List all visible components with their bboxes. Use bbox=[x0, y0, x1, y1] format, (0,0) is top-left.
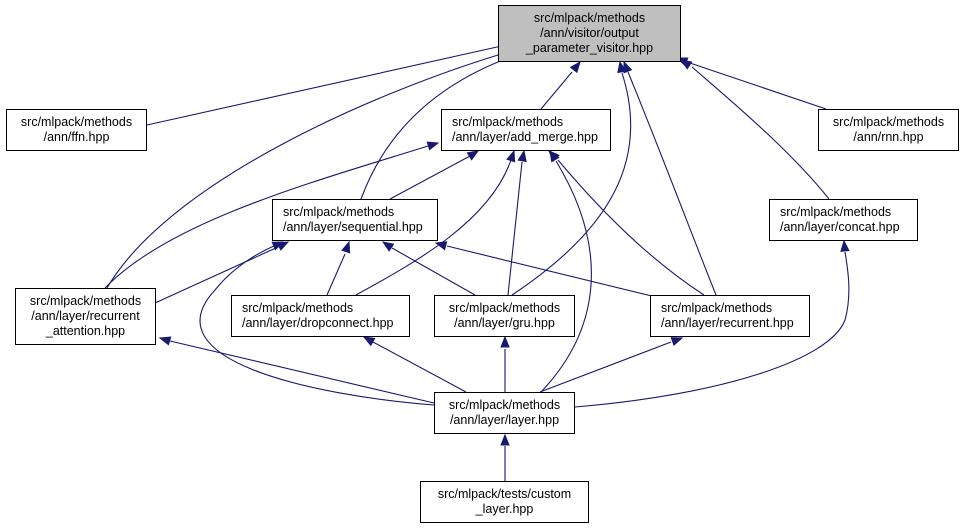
edge-line bbox=[557, 159, 705, 296]
node-concat[interactable]: src/mlpack/methods /ann/layer/concat.hpp bbox=[769, 199, 918, 241]
edge-layer-to-sequential bbox=[199, 241, 435, 406]
edge-line bbox=[169, 340, 435, 404]
node-layer[interactable]: src/mlpack/methods /ann/layer/layer.hpp bbox=[434, 392, 575, 434]
arrowhead-icon bbox=[500, 335, 510, 348]
edges-group bbox=[104, 40, 850, 481]
node-label: src/mlpack/methods /ann/rnn.hpp bbox=[832, 115, 945, 144]
edge-line bbox=[686, 61, 827, 110]
arrowhead-icon bbox=[500, 433, 510, 446]
edge-line bbox=[199, 244, 435, 406]
edge-dropconnect-to-sequential bbox=[326, 240, 351, 296]
node-ffn[interactable]: src/mlpack/methods /ann/ffn.hpp bbox=[6, 109, 147, 151]
edge-rnn-to-root bbox=[675, 57, 827, 110]
edge-recurrent-to-root bbox=[623, 60, 717, 296]
edge-layer-to-concat bbox=[574, 239, 850, 408]
arrowhead-icon bbox=[679, 59, 693, 70]
node-dropconnect[interactable]: src/mlpack/methods /ann/layer/dropconnec… bbox=[231, 295, 410, 337]
edge-line bbox=[154, 246, 279, 304]
arrowhead-icon bbox=[670, 337, 684, 347]
edge-line bbox=[540, 160, 592, 393]
arrowhead-icon bbox=[341, 240, 351, 254]
edge-line bbox=[446, 245, 661, 299]
node-root[interactable]: src/mlpack/methods /ann/visitor/output _… bbox=[498, 5, 681, 62]
node-label: src/mlpack/methods /ann/layer/add_merge.… bbox=[452, 115, 598, 144]
arrowhead-icon bbox=[517, 149, 527, 163]
arrowhead-icon bbox=[623, 60, 633, 74]
edge-line bbox=[507, 161, 523, 296]
arrowhead-icon bbox=[271, 241, 285, 251]
arrowhead-icon bbox=[569, 60, 581, 74]
edge-line bbox=[106, 51, 509, 289]
edge-dropconnect-to-add-merge bbox=[355, 149, 516, 296]
edge-line bbox=[627, 71, 717, 296]
node-add-merge[interactable]: src/mlpack/methods /ann/layer/add_merge.… bbox=[441, 109, 611, 151]
edge-recurrent-attention-to-root bbox=[106, 47, 521, 289]
arrowhead-icon bbox=[381, 241, 395, 252]
edge-line bbox=[691, 66, 830, 200]
edge-line bbox=[355, 159, 512, 296]
node-label: src/mlpack/methods /ann/layer/layer.hpp bbox=[448, 398, 561, 427]
node-rnn[interactable]: src/mlpack/methods /ann/rnn.hpp bbox=[818, 109, 959, 151]
edge-recurrent-to-sequential bbox=[434, 241, 661, 299]
arrowhead-icon bbox=[466, 150, 480, 161]
node-label: src/mlpack/methods /ann/visitor/output _… bbox=[525, 11, 654, 55]
node-label: src/mlpack/methods /ann/layer/gru.hpp bbox=[448, 301, 561, 330]
edge-recurrent-attention-to-sequential bbox=[154, 241, 290, 304]
arrowhead-icon bbox=[362, 336, 376, 347]
edge-gru-to-root bbox=[511, 60, 632, 296]
edge-recurrent-attention-to-add-merge bbox=[104, 141, 440, 289]
edge-line bbox=[540, 71, 573, 110]
edge-line bbox=[391, 247, 476, 296]
edge-layer-to-recurrent bbox=[539, 337, 684, 393]
edge-concat-to-root bbox=[679, 59, 830, 200]
edge-layer-to-dropconnect bbox=[362, 336, 467, 393]
edge-layer-to-recurrent-attention bbox=[158, 336, 435, 404]
edge-line bbox=[326, 253, 346, 296]
node-custom-layer[interactable]: src/mlpack/tests/custom _layer.hpp bbox=[420, 481, 589, 523]
node-label: src/mlpack/methods /ann/layer/concat.hpp bbox=[780, 205, 900, 234]
node-recurrent-attention[interactable]: src/mlpack/methods /ann/layer/recurrent … bbox=[15, 288, 156, 345]
node-label: src/mlpack/methods /ann/ffn.hpp bbox=[20, 115, 133, 144]
edge-line bbox=[146, 44, 507, 126]
node-recurrent[interactable]: src/mlpack/methods /ann/layer/recurrent.… bbox=[650, 295, 810, 337]
node-label: src/mlpack/methods /ann/layer/recurrent.… bbox=[661, 301, 794, 330]
edge-layer-to-add-merge bbox=[540, 149, 592, 393]
edge-gru-to-sequential bbox=[381, 241, 476, 296]
edge-line bbox=[389, 155, 471, 200]
edge-sequential-to-add-merge bbox=[389, 150, 480, 200]
edge-line bbox=[360, 57, 509, 200]
edge-layer-to-gru bbox=[500, 335, 510, 392]
edge-line bbox=[539, 341, 672, 393]
arrowhead-icon bbox=[506, 149, 516, 163]
edge-line bbox=[104, 145, 429, 289]
edge-add-merge-to-root bbox=[540, 60, 581, 110]
arrowhead-icon bbox=[840, 239, 850, 252]
arrowhead-icon bbox=[158, 336, 172, 346]
edge-gru-to-add-merge bbox=[507, 149, 527, 296]
node-label: src/mlpack/methods /ann/layer/recurrent … bbox=[29, 294, 142, 338]
arrowhead-icon bbox=[549, 149, 560, 163]
edge-recurrent-to-add-merge bbox=[548, 150, 705, 296]
edge-line bbox=[372, 341, 467, 393]
edge-line bbox=[511, 72, 632, 296]
node-label: src/mlpack/tests/custom _layer.hpp bbox=[437, 487, 572, 516]
arrowhead-icon bbox=[434, 241, 448, 251]
arrowhead-icon bbox=[426, 141, 440, 151]
node-sequential[interactable]: src/mlpack/methods /ann/layer/sequential… bbox=[272, 199, 438, 241]
node-label: src/mlpack/methods /ann/layer/dropconnec… bbox=[242, 301, 394, 330]
node-label: src/mlpack/methods /ann/layer/sequential… bbox=[283, 205, 423, 234]
edge-custom-layer-to-layer bbox=[500, 433, 510, 481]
edge-line bbox=[574, 251, 850, 408]
node-gru[interactable]: src/mlpack/methods /ann/layer/gru.hpp bbox=[434, 295, 575, 337]
